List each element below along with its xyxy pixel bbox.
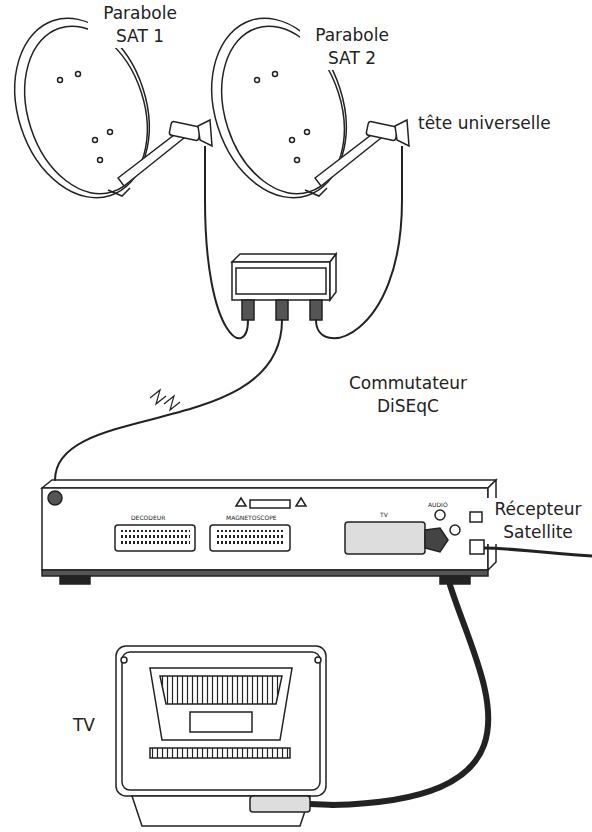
warning-sign <box>296 498 306 506</box>
lnb-cable <box>401 146 403 200</box>
coax-cable <box>332 585 488 805</box>
tv-screw <box>121 657 127 663</box>
satellite-receiver <box>42 480 592 584</box>
dish-hole <box>76 72 81 77</box>
node-label: tête universelle <box>416 112 553 135</box>
cable-break <box>164 396 180 410</box>
scart-plug-head <box>425 528 448 552</box>
coax-cable <box>316 200 402 338</box>
dish-1 <box>0 1 212 216</box>
cable-break <box>150 390 166 404</box>
tv-cabinet-inner <box>122 652 320 790</box>
scart-pins <box>120 530 190 546</box>
power-cable <box>484 548 592 556</box>
tv-cabinet <box>116 646 326 796</box>
dish-hole <box>295 158 300 163</box>
coax-cable <box>205 200 248 338</box>
scart-plug <box>345 522 425 554</box>
tv-screw <box>315 657 321 663</box>
tv-base <box>132 796 310 826</box>
node-label: Parabole SAT 1 <box>88 2 192 48</box>
lnb-feedhorn <box>395 120 409 146</box>
receiver-foot <box>60 576 90 584</box>
lnb-arm <box>315 132 381 186</box>
diseqc-switch <box>232 254 336 320</box>
dish-hole <box>255 78 260 83</box>
lnb-feedhorn <box>198 120 212 146</box>
port-label: TV <box>380 512 388 518</box>
receiver-back <box>42 488 488 570</box>
tv-rear-cover <box>150 668 292 740</box>
node-label: TV <box>62 714 106 737</box>
lnb-body <box>366 121 398 141</box>
receiver-node: Récepteur Satellite <box>40 480 498 585</box>
dish-hole <box>273 72 278 77</box>
power-switch <box>470 512 482 522</box>
lnb-cable <box>204 146 206 200</box>
receiver-foot <box>440 576 470 584</box>
dish-node: Parabole SAT 1 <box>10 5 212 200</box>
dish-hole <box>290 138 295 143</box>
scart-socket <box>115 525 195 551</box>
caution-plate <box>250 500 290 508</box>
switch-node: Commutateur DiSEqC <box>225 250 340 320</box>
tv-vents <box>160 676 282 704</box>
port-label: MAGNETOSCOPE <box>226 515 277 521</box>
receiver-top <box>42 480 496 488</box>
scart-socket <box>210 525 290 551</box>
tv-label-plate <box>190 712 252 732</box>
node-label: Parabole SAT 2 <box>300 24 404 70</box>
node-label: Commutateur DiSEqC <box>340 372 476 418</box>
tv-vents <box>150 748 290 758</box>
tv-scart-plug <box>250 796 310 812</box>
audio-jack <box>450 525 460 535</box>
lnb-in-connector <box>48 491 62 505</box>
scart-pins <box>215 530 285 546</box>
dish-bracket <box>305 188 327 196</box>
dish-hole <box>108 130 113 135</box>
dish-hole <box>305 130 310 135</box>
f-connector <box>276 300 288 320</box>
node-label: Récepteur Satellite <box>487 498 589 544</box>
lnb-arm <box>118 132 184 186</box>
f-connector <box>310 300 322 320</box>
tv-set <box>116 646 335 826</box>
dish-node: Parabole SAT 2tête universelle <box>214 5 412 200</box>
lnb-body <box>169 121 201 141</box>
warning-sign <box>236 498 246 506</box>
power-socket <box>470 540 484 554</box>
dish-hole <box>98 158 103 163</box>
coax-cable <box>55 320 282 480</box>
dish-hole <box>93 138 98 143</box>
receiver-base <box>42 570 488 576</box>
tv-node: TV <box>110 640 332 830</box>
port-label: AUDIO <box>428 502 448 508</box>
audio-jack <box>435 510 445 520</box>
switch-label-area <box>236 268 326 294</box>
dish-2 <box>190 1 409 216</box>
switch-body <box>232 262 330 300</box>
port-label: DECODEUR <box>131 515 165 521</box>
f-connector <box>242 300 254 320</box>
dish-bracket <box>108 188 130 196</box>
switch-side <box>330 254 336 300</box>
dish-hole <box>58 78 63 83</box>
switch-top <box>232 254 336 262</box>
